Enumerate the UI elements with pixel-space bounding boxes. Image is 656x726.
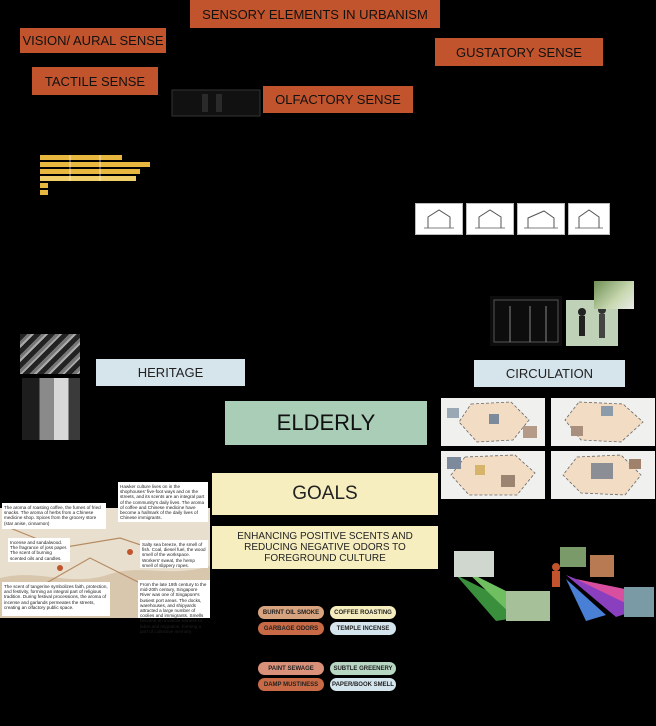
house-sketch-icon xyxy=(517,203,565,235)
circulation-box: CIRCULATION xyxy=(474,360,625,387)
scent-pill-temple-incense: TEMPLE INCENSE xyxy=(330,622,396,635)
vision-aural-sense-label: VISION/ AURAL SENSE xyxy=(22,33,164,48)
scent-pill-label: SUBTLE GREENERY xyxy=(333,665,393,672)
scent-pill-label: PAINT SEWAGE xyxy=(268,665,314,672)
scent-pill-damp-mustiness: DAMP MUSTINESS xyxy=(258,678,324,691)
goals-statement: ENHANCING POSITIVE SCENTS AND REDUCING N… xyxy=(237,531,413,564)
scent-pill-label: PAPER/BOOK SMELL xyxy=(332,681,394,688)
scent-pill-label: DAMP MUSTINESS xyxy=(263,681,319,688)
heritage-label: HERITAGE xyxy=(137,365,204,380)
circulation-map xyxy=(441,451,545,499)
map-note: The scent of tangerine symbolizes faith,… xyxy=(2,582,110,616)
house-sketch-icon xyxy=(415,203,463,235)
scent-pill-subtle-greenery: SUBTLE GREENERY xyxy=(330,662,396,675)
map-note: From the late 19th century to the mid-20… xyxy=(138,580,210,634)
olfactory-sense-label: OLFACTORY SENSE xyxy=(275,92,401,107)
house-sketch-icon xyxy=(466,203,514,235)
house-sketches xyxy=(415,203,610,235)
scent-pill-burnt-oil-smoke: BURNT OIL SMOKE xyxy=(258,606,324,619)
heritage-photo-shutters xyxy=(20,334,80,374)
tactile-sense-box: TACTILE SENSE xyxy=(32,67,158,95)
circulation-map xyxy=(441,398,545,446)
heritage-box: HERITAGE xyxy=(96,359,245,386)
scent-pill-coffee-roasting: COFFEE ROASTING xyxy=(330,606,396,619)
title-box: SENSORY ELEMENTS IN URBANISM xyxy=(190,0,440,28)
greenery-photo xyxy=(594,281,634,309)
house-sketch-icon xyxy=(568,203,610,235)
scent-pill-label: BURNT OIL SMOKE xyxy=(262,609,320,616)
circulation-label: CIRCULATION xyxy=(505,366,594,381)
gustatory-sense-label: GUSTATORY SENSE xyxy=(456,44,582,60)
circulation-photo-walkway xyxy=(490,296,562,346)
sense-bars-graphic xyxy=(40,155,150,195)
scent-pill-label: TEMPLE INCENSE xyxy=(336,625,390,632)
title-text: SENSORY ELEMENTS IN URBANISM xyxy=(202,6,428,22)
building-silhouette-graphic xyxy=(171,89,261,117)
scent-pill-paper-book-smell: PAPER/BOOK SMELL xyxy=(330,678,396,691)
scent-pill-label: GARBAGE ODORS xyxy=(263,625,319,632)
map-note: Incense and sandalwood. The fragrance of… xyxy=(8,538,70,562)
goals-box: GOALS xyxy=(212,473,438,515)
tactile-sense-label: TACTILE SENSE xyxy=(44,73,146,89)
scent-pill-garbage-odors: GARBAGE ODORS xyxy=(258,622,324,635)
olfactory-sense-box: OLFACTORY SENSE xyxy=(263,86,413,113)
gustatory-sense-box: GUSTATORY SENSE xyxy=(435,38,603,66)
elderly-box: ELDERLY xyxy=(225,401,427,445)
map-note: The aroma of roasting coffee, the fumes … xyxy=(2,503,106,529)
heritage-photo-interior xyxy=(22,378,80,440)
circulation-map xyxy=(551,398,655,446)
circulation-map xyxy=(551,451,655,499)
map-note: Hawker culture lives on in the shophouse… xyxy=(118,482,208,522)
scent-pill-paint-sewage: PAINT SEWAGE xyxy=(258,662,324,675)
map-note: Salty sea breeze, the smell of fish. Coa… xyxy=(140,540,208,568)
scent-pill-label: COFFEE ROASTING xyxy=(334,609,392,616)
vision-aural-sense-box: VISION/ AURAL SENSE xyxy=(20,28,166,53)
goals-statement-box: ENHANCING POSITIVE SCENTS AND REDUCING N… xyxy=(212,526,438,569)
elderly-collage-graphic xyxy=(454,547,654,621)
elderly-label: ELDERLY xyxy=(276,410,376,435)
goals-label: GOALS xyxy=(292,483,358,504)
